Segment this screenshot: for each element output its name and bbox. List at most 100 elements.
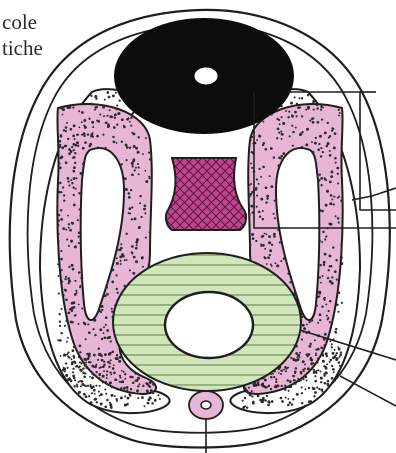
speckle-dot	[109, 352, 112, 355]
speckle-dot	[62, 108, 65, 111]
speckle-dot	[301, 402, 303, 404]
speckle-dot	[264, 248, 266, 250]
speckle-dot	[72, 170, 75, 173]
speckle-dot	[104, 294, 107, 297]
speckle-dot	[269, 402, 271, 404]
speckle-dot	[101, 305, 104, 308]
speckle-dot	[338, 348, 341, 351]
speckle-dot	[148, 398, 151, 401]
speckle-dot	[121, 118, 124, 121]
speckle-dot	[137, 397, 139, 399]
speckle-dot	[304, 376, 307, 379]
speckle-dot	[118, 112, 121, 115]
speckle-dot	[332, 246, 334, 248]
speckle-dot	[103, 361, 105, 363]
speckle-dot	[68, 223, 70, 225]
speckle-dot	[262, 210, 264, 212]
speckle-dot	[65, 161, 68, 164]
speckle-dot	[130, 117, 132, 119]
speckle-dot	[337, 311, 339, 313]
speckle-dot	[324, 131, 327, 134]
speckle-dot	[270, 185, 273, 188]
speckle-dot	[252, 402, 255, 405]
speckle-dot	[91, 373, 93, 375]
speckle-dot	[306, 380, 308, 382]
speckle-dot	[111, 386, 113, 388]
speckle-dot	[317, 357, 320, 360]
speckle-dot	[329, 254, 332, 257]
speckle-dot	[66, 122, 68, 124]
speckle-dot	[325, 372, 328, 375]
speckle-dot	[79, 285, 81, 287]
speckle-dot	[321, 118, 323, 120]
speckle-dot	[257, 384, 259, 386]
speckle-dot	[264, 233, 266, 235]
speckle-dot	[71, 358, 73, 360]
speckle-dot	[134, 372, 136, 374]
speckle-dot	[322, 275, 324, 277]
speckle-dot	[93, 389, 96, 392]
speckle-dot	[104, 147, 106, 149]
speckle-dot	[78, 231, 81, 234]
speckle-dot	[266, 197, 268, 199]
speckle-dot	[93, 354, 95, 356]
speckle-dot	[115, 379, 117, 381]
speckle-dot	[79, 172, 82, 175]
speckle-dot	[318, 209, 321, 212]
speckle-dot	[77, 145, 79, 147]
speckle-dot	[114, 395, 116, 397]
speckle-dot	[92, 328, 94, 330]
speckle-dot	[335, 162, 337, 164]
speckle-dot	[251, 191, 253, 193]
speckle-dot	[97, 359, 99, 361]
speckle-dot	[57, 275, 59, 277]
speckle-dot	[290, 102, 293, 105]
ventral-vessel-lumen	[201, 401, 211, 409]
speckle-dot	[305, 388, 307, 390]
speckle-dot	[137, 151, 140, 154]
speckle-dot	[249, 139, 252, 142]
speckle-dot	[119, 375, 121, 377]
speckle-dot	[79, 351, 81, 353]
speckle-dot	[325, 303, 327, 305]
speckle-dot	[129, 376, 132, 379]
speckle-dot	[147, 402, 150, 405]
speckle-dot	[73, 355, 76, 358]
speckle-dot	[260, 198, 263, 201]
speckle-dot	[60, 191, 62, 193]
speckle-dot	[312, 362, 314, 364]
speckle-dot	[76, 383, 78, 385]
speckle-dot	[319, 276, 321, 278]
speckle-dot	[327, 122, 329, 124]
speckle-dot	[244, 387, 247, 390]
speckle-dot	[304, 363, 306, 365]
speckle-dot	[108, 96, 111, 99]
speckle-dot	[280, 131, 282, 133]
speckle-dot	[71, 321, 73, 323]
speckle-dot	[81, 121, 83, 123]
speckle-dot	[83, 322, 85, 324]
speckle-dot	[126, 403, 129, 406]
speckle-dot	[64, 325, 66, 327]
speckle-dot	[331, 199, 333, 201]
speckle-dot	[274, 217, 276, 219]
speckle-dot	[106, 370, 108, 372]
speckle-dot	[326, 190, 329, 193]
speckle-dot	[339, 112, 341, 114]
speckle-dot	[137, 163, 139, 165]
speckle-dot	[106, 91, 109, 94]
speckle-dot	[78, 126, 80, 128]
speckle-dot	[99, 385, 101, 387]
speckle-dot	[282, 152, 285, 155]
speckle-dot	[249, 394, 252, 397]
speckle-dot	[101, 338, 103, 340]
speckle-dot	[296, 358, 299, 361]
speckle-dot	[327, 310, 329, 312]
speckle-dot	[316, 293, 318, 295]
speckle-dot	[102, 382, 104, 384]
label-text-line-2: tiche	[2, 36, 43, 60]
speckle-dot	[255, 240, 257, 242]
speckle-dot	[159, 398, 161, 400]
speckle-dot	[338, 291, 341, 294]
speckle-dot	[329, 154, 332, 157]
